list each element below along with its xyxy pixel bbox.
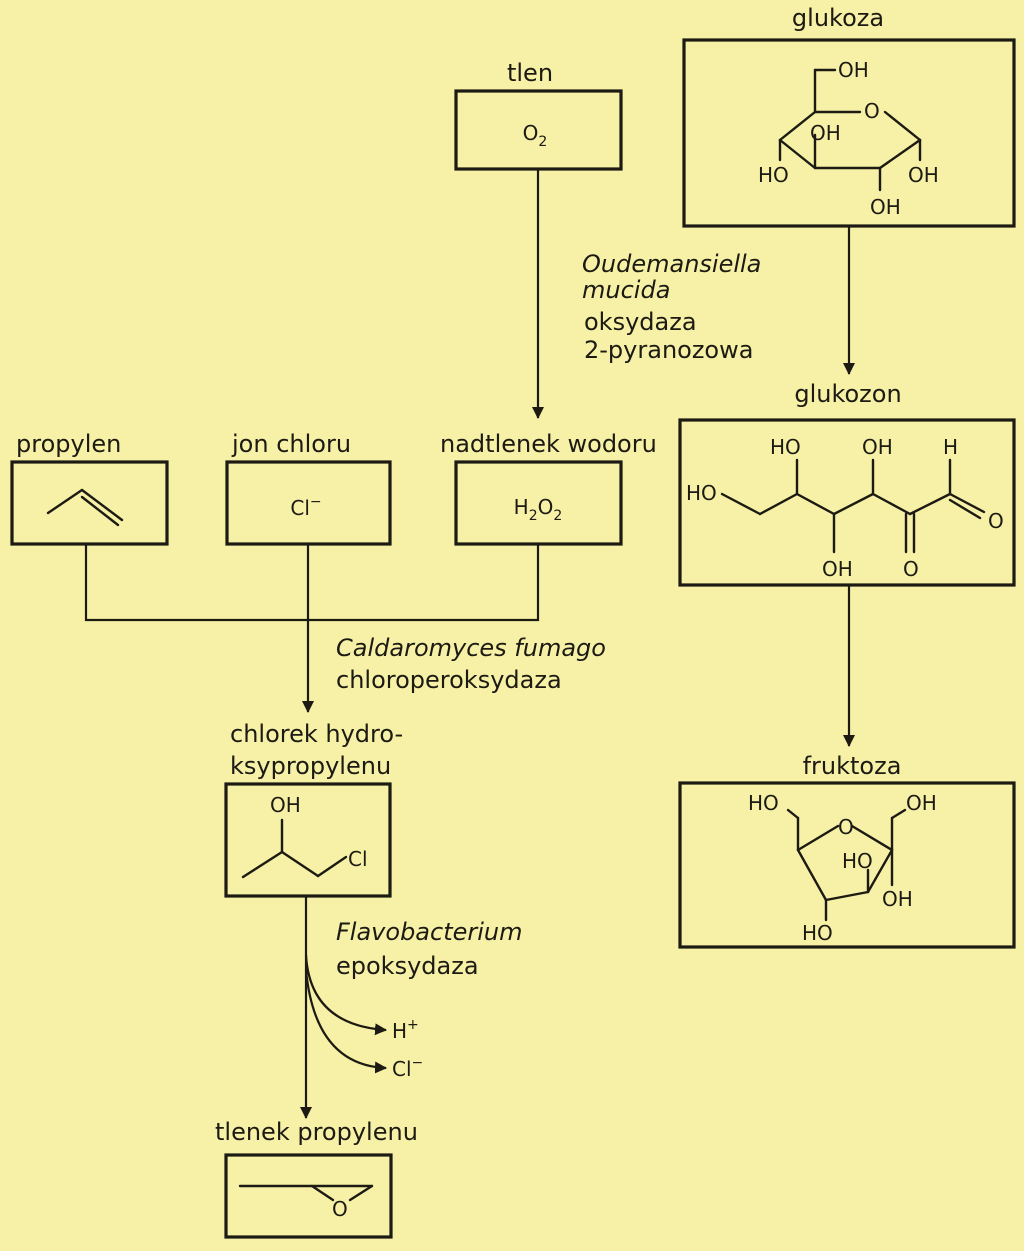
structure-glukozon: HO HO OH H O OH O	[686, 435, 1004, 581]
formula-cl-minus: Cl−	[290, 494, 321, 520]
label-tlen: tlen	[507, 59, 553, 87]
svg-text:O: O	[988, 509, 1004, 533]
enzyme-oksydaza-1: oksydaza	[584, 308, 697, 336]
label-chlorek-2: ksypropylenu	[230, 752, 391, 780]
box-chlorek	[224, 782, 392, 898]
label-glukozon: glukozon	[794, 380, 901, 408]
organism-flavobacterium: Flavobacterium	[336, 918, 523, 946]
organism-oudemansiella-1: Oudemansiella	[582, 250, 761, 278]
structure-glukoza: OH OH O HO OH OH	[758, 58, 939, 219]
svg-text:O: O	[864, 99, 880, 123]
label-jon-chloru: jon chloru	[231, 430, 351, 458]
svg-text:O: O	[332, 1197, 348, 1221]
structure-chlorek: OH Cl	[241, 793, 368, 879]
structure-tlenek-propylenu: O	[238, 1184, 374, 1221]
organism-caldaromyces: Caldaromyces fumago	[336, 634, 606, 662]
box-jon-chloru	[225, 460, 392, 546]
label-glukoza: glukoza	[792, 4, 884, 32]
svg-text:OH: OH	[862, 435, 893, 459]
enzyme-oksydaza-2: 2-pyranozowa	[584, 336, 753, 364]
label-tlenek-propylenu: tlenek propylenu	[215, 1118, 418, 1146]
svg-text:OH: OH	[810, 121, 841, 145]
formula-o2: O2	[523, 121, 548, 150]
box-propylen	[10, 460, 169, 546]
arrow-h-plus	[304, 954, 387, 1036]
svg-text:HO: HO	[758, 163, 789, 187]
svg-text:OH: OH	[882, 887, 913, 911]
box-tlen	[454, 89, 623, 171]
structure-fruktoza: HO OH O HO OH HO	[748, 791, 937, 945]
box-nadtlenek-wodoru	[454, 460, 623, 546]
svg-text:O: O	[903, 557, 919, 581]
byproduct-h-plus: H+	[392, 1017, 419, 1043]
svg-text:O: O	[838, 815, 854, 839]
svg-text:OH: OH	[838, 58, 869, 82]
svg-text:OH: OH	[270, 793, 301, 817]
svg-text:H: H	[943, 435, 958, 459]
label-nadtlenek-wodoru: nadtlenek wodoru	[440, 430, 657, 458]
svg-text:HO: HO	[802, 921, 833, 945]
svg-text:OH: OH	[870, 195, 901, 219]
svg-text:HO: HO	[770, 435, 801, 459]
arrow-cl-minus	[304, 969, 387, 1074]
label-chlorek-1: chlorek hydro-	[230, 720, 403, 748]
svg-text:HO: HO	[842, 849, 873, 873]
svg-text:HO: HO	[748, 791, 779, 815]
box-glukoza	[682, 38, 1016, 228]
svg-text:OH: OH	[822, 557, 853, 581]
svg-text:HO: HO	[686, 481, 717, 505]
structure-propylen	[46, 488, 124, 527]
join-line-reactants	[84, 545, 540, 622]
label-propylen: propylen	[16, 430, 121, 458]
box-fruktoza	[678, 781, 1016, 949]
enzyme-epoksydaza: epoksydaza	[336, 952, 479, 980]
formula-h2o2: H2O2	[514, 495, 563, 524]
byproduct-cl-minus: Cl−	[392, 1055, 423, 1081]
box-tlenek-propylenu	[224, 1153, 393, 1239]
box-glukozon	[678, 418, 1016, 587]
svg-text:OH: OH	[906, 791, 937, 815]
label-fruktoza: fruktoza	[803, 752, 902, 780]
organism-oudemansiella-2: mucida	[582, 276, 670, 304]
svg-text:OH: OH	[908, 163, 939, 187]
svg-text:Cl: Cl	[348, 847, 368, 871]
enzyme-chloroperoksydaza: chloroperoksydaza	[336, 666, 562, 694]
